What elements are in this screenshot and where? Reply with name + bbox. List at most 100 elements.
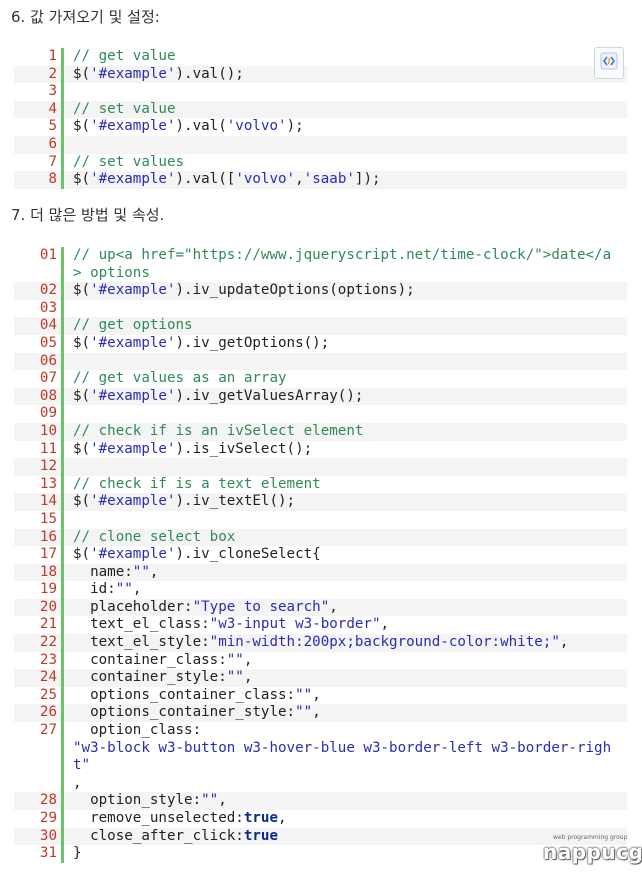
code-line: 21 text_el_class:"w3-input w3-border", (14, 616, 627, 635)
code-token: ).iv_textEl(); (175, 493, 296, 510)
code-string: "" (115, 581, 133, 598)
line-number: 17 (39, 546, 57, 563)
code-string: "min-width:200px;background-color:white;… (209, 634, 560, 651)
code-token: , (218, 792, 227, 809)
code-string: '#example' (90, 546, 176, 563)
code-line: 8$('#example').val(['volvo','saab']); (14, 171, 627, 189)
code-line: 17$('#example').iv_cloneSelect{ (14, 546, 627, 564)
code-line: 16// clone select box (14, 528, 627, 547)
code-token: } (73, 845, 82, 862)
code-line: 00t" (14, 757, 627, 775)
line-number: 5 (48, 118, 57, 135)
code-string: 'volvo' (226, 118, 287, 135)
code-text: $('#example').is_ivSelect(); (61, 440, 627, 459)
code-text: close_after_click:true (61, 827, 627, 846)
line-number: 24 (14, 669, 61, 687)
code-line: 28 option_style:"", (14, 792, 627, 810)
code-token: remove_unselected: (73, 810, 244, 826)
code-line: 00"w3-block w3-button w3-hover-blue w3-b… (14, 739, 627, 758)
code-text (61, 510, 627, 529)
code-line: 29 remove_unselected:true, (14, 810, 627, 828)
code-line: 1// get value (14, 48, 627, 66)
code-text: options_container_class:"", (61, 686, 627, 705)
code-line: 25 options_container_class:"", (14, 686, 627, 705)
code-token: ).iv_getOptions(); (175, 334, 330, 351)
code-line: 5$('#example').val('volvo'); (14, 118, 627, 136)
line-number: 09 (39, 405, 57, 422)
line-number: 25 (39, 686, 57, 703)
code-line: 6 (14, 135, 627, 154)
code-string: '#example' (90, 334, 176, 351)
code-string: "" (226, 651, 244, 668)
code-token: , (559, 634, 569, 651)
code-token: ).iv_cloneSelect{ (175, 546, 321, 563)
line-number: 29 (39, 810, 57, 826)
code-text: option_class: (61, 722, 627, 740)
code-string: '#example' (90, 493, 176, 510)
line-number: 23 (39, 651, 57, 668)
code-token: , (278, 810, 287, 826)
code-token: , (149, 563, 159, 580)
code-string: "" (201, 792, 219, 809)
code-text (61, 405, 627, 423)
line-number: 02 (14, 282, 61, 300)
line-number: 10 (14, 422, 61, 441)
code-string: "Type to search" (192, 598, 330, 615)
line-number: 16 (14, 528, 61, 547)
code-token: ).iv_getValuesArray(); (175, 387, 364, 404)
line-number: 08 (14, 387, 61, 406)
code-line: 00, (14, 774, 627, 793)
code-text: > options (61, 264, 627, 283)
code-token: ).is_ivSelect(); (175, 440, 313, 457)
code-comment: // set values (73, 153, 185, 170)
code-line: 04// get options (14, 317, 627, 335)
code-line: 2$('#example').val(); (14, 65, 627, 84)
code-comment: // check if is a text element (73, 475, 321, 492)
code-text: remove_unselected:true, (61, 810, 627, 828)
code-line: 18 name:"", (14, 563, 627, 582)
code-string: "" (295, 704, 313, 721)
code-token: $( (73, 171, 91, 188)
code-text: $('#example').iv_cloneSelect{ (61, 546, 627, 564)
code-string: 'saab' (303, 171, 355, 188)
code-line: 7// set values (14, 153, 627, 172)
section-7-heading: 7. 더 많은 방법 및 속성. (11, 206, 165, 224)
code-lines: 01// up<a href="https://www.jqueryscript… (14, 247, 627, 863)
code-line: 09 (14, 405, 627, 423)
code-line: 24 container_style:"", (14, 669, 627, 687)
code-string: '#example' (90, 387, 176, 404)
code-string: "" (226, 669, 244, 686)
line-number: 07 (39, 370, 57, 387)
code-text: // check if is an ivSelect element (61, 422, 627, 441)
code-line: 03 (14, 299, 627, 318)
code-text: $('#example').iv_getValuesArray(); (61, 387, 627, 406)
code-comment: // get options (73, 317, 193, 334)
code-text: // set values (61, 153, 627, 172)
code-line: 07// get values as an array (14, 370, 627, 388)
line-number: 30 (14, 827, 61, 846)
code-text: $('#example').iv_getOptions(); (61, 334, 627, 353)
view-source-button[interactable] (594, 47, 624, 79)
code-text: $('#example').val('volvo'); (61, 118, 627, 136)
line-number: 6 (14, 135, 61, 154)
code-line: 22 text_el_style:"min-width:200px;backgr… (14, 634, 627, 652)
code-text (61, 83, 627, 101)
code-text: // get options (61, 317, 627, 335)
code-comment: // set value (73, 100, 176, 117)
line-number: 8 (14, 171, 61, 189)
code-line: 3 (14, 83, 627, 101)
code-string: t" (73, 757, 91, 774)
code-line: 08$('#example').iv_getValuesArray(); (14, 387, 627, 406)
code-text (61, 135, 627, 154)
code-text: t" (61, 757, 627, 775)
code-line: 12 (14, 458, 627, 476)
code-line: 15 (14, 510, 627, 529)
code-text (61, 299, 627, 318)
code-token: placeholder: (73, 598, 193, 615)
line-number: 22 (14, 634, 61, 652)
code-string: '#example' (90, 65, 176, 82)
code-token: $( (73, 546, 91, 563)
view-source-icon (600, 52, 618, 74)
code-line: 00> options (14, 264, 627, 283)
code-text: } (61, 845, 627, 863)
